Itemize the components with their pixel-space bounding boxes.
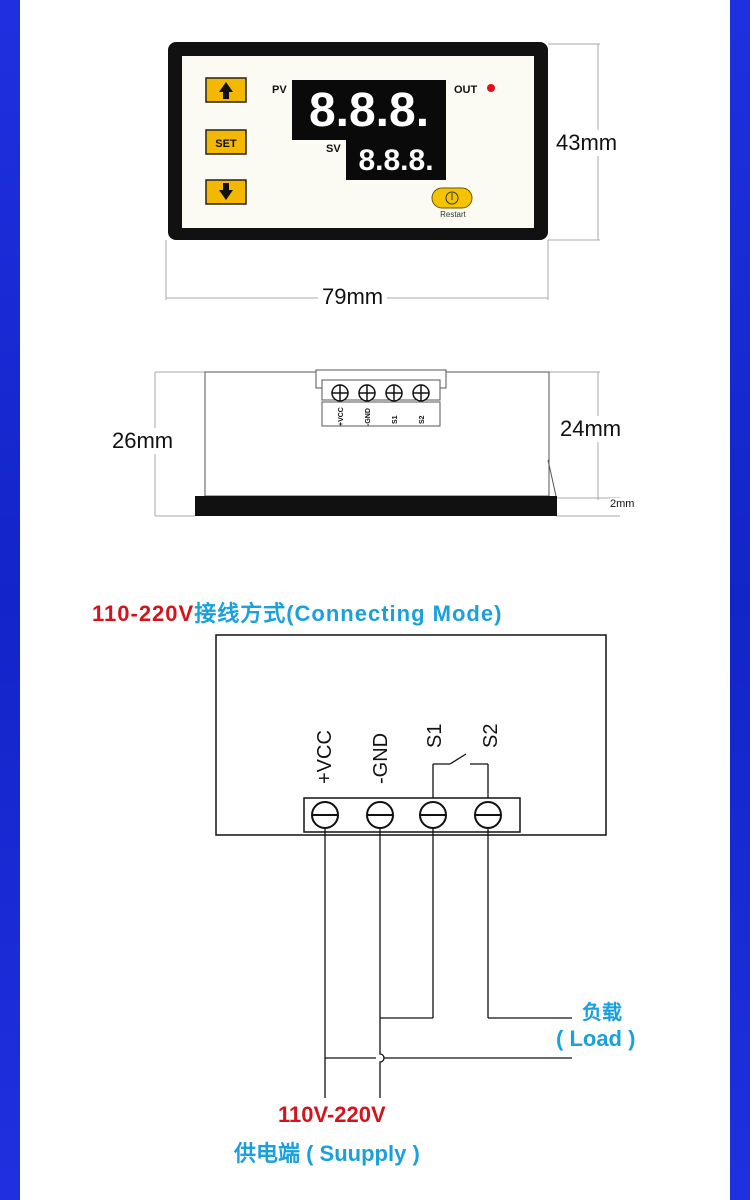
set-button[interactable]: SET [205,129,247,155]
arrow-down-icon [219,183,233,200]
sv-display-value: 8.8.8. [358,144,433,177]
width-dimension: 79mm [318,284,388,310]
terminal-label-vcc: +VCC [314,730,336,784]
side-screw-2 [358,384,376,402]
load-label-cn: 负载 [582,1002,622,1024]
side-view: +VCC -GND S1 S2 [154,369,620,517]
terminal-label-s2: S2 [480,724,502,748]
sv-label: SV [326,143,341,155]
side-screw-1 [331,384,349,402]
front-view: SET PV OUT SV 8.8.8. 8.8.8. Restart [165,42,600,300]
sv-display [346,140,446,180]
terminal-screw-vcc [311,801,339,829]
wires [324,828,572,1098]
restart-label: Restart [440,210,467,219]
right-border [730,0,750,1200]
terminal-label-s1: S1 [424,724,446,748]
arrow-up-icon [219,82,233,99]
terminal-label-gnd: -GND [370,733,392,784]
set-button-label: SET [215,138,237,150]
side-screw-3 [385,384,403,402]
side-terminal-s1: S1 [392,415,399,424]
terminal-screw-s2 [474,801,502,829]
power-icon [445,191,459,205]
pv-display [292,80,446,140]
body-depth-dimension: 24mm [556,416,626,442]
supply-label: 供电端 ( Suupply ) [234,1141,420,1166]
terminal-screw-s1 [419,801,447,829]
relay-switch [432,753,489,798]
out-led [487,84,495,92]
left-border [0,0,20,1200]
load-label-en: ( Load ) [556,1026,636,1051]
pv-display-value: 8.8.8. [309,84,429,137]
side-terminal-gnd: -GND [365,408,372,426]
terminal-screw-gnd [366,801,394,829]
up-button[interactable] [205,77,247,103]
total-depth-dimension: 26mm [108,428,178,454]
height-dimension: 43mm [552,130,622,156]
side-terminal-s2: S2 [419,415,426,424]
side-bezel [195,496,557,516]
wiring-diagram: +VCC -GND S1 S2 [215,634,607,1098]
restart-button[interactable] [431,187,473,209]
bezel-dimension: 2mm [610,498,635,510]
side-terminal-vcc: +VCC [338,407,345,426]
wiring-title-voltage: 110-220V [92,601,195,626]
wiring-title-text: 接线方式(Connecting Mode) [194,601,503,626]
side-screw-4 [412,384,430,402]
wiring-title: 110-220V接线方式(Connecting Mode) [92,596,502,628]
supply-voltage-label: 110V-220V [278,1102,386,1127]
pv-label: PV [272,84,287,96]
out-label: OUT [454,84,478,96]
down-button[interactable] [205,179,247,205]
